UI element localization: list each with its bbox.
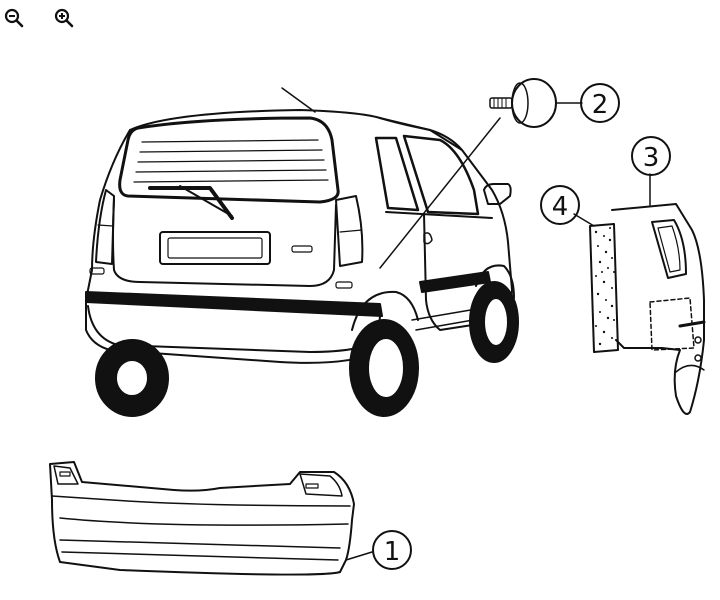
callout-label-4: 4 [552,192,569,222]
callout-label-1: 1 [384,537,401,567]
callout-circle-3 [631,136,671,176]
callout-circle-1 [372,530,412,570]
part-1-rear-bumper [49,461,373,576]
car-illustration [85,87,519,417]
zoom-in-button[interactable] [52,6,76,30]
callout-label-2: 2 [592,90,609,120]
part-3-quarter-panel [611,173,706,415]
zoom-out-button[interactable] [2,6,26,30]
part-4-foam-insulator [573,213,619,353]
zoom-out-icon [4,8,24,28]
zoom-in-icon [54,8,74,28]
zoom-toolbar [0,0,100,36]
callout-circle-2 [580,83,620,123]
part-2-retainer-clip [379,78,583,269]
callout-label-3: 3 [643,143,660,173]
callout-circle-4 [540,185,580,225]
